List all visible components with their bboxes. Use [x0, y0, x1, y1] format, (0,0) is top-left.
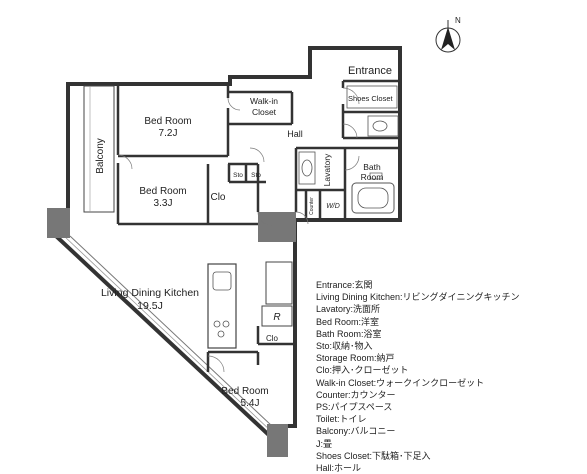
lavatory-label: Lavatory	[322, 153, 332, 186]
outer-walls	[66, 46, 402, 428]
column-west	[47, 208, 70, 238]
entrance-label: Entrance	[348, 65, 392, 77]
legend-item: Balcony:バルコニー	[316, 426, 396, 437]
column-center	[258, 212, 296, 242]
balcony-label: Balcony	[95, 138, 106, 174]
walk-in-closet-label-1: Walk-in	[250, 96, 278, 106]
bath-control	[369, 172, 383, 180]
bed-room-3-size: 5.4J	[241, 398, 260, 409]
ldk-label: Living Dining Kitchen	[101, 287, 199, 299]
legend-item: Entrance:玄関	[316, 280, 373, 290]
legend-item: Clo:押入･クローゼット	[316, 365, 409, 376]
toilet-fixtures	[367, 115, 399, 137]
legend-item: PS:パイプスペース	[316, 402, 393, 413]
legend-item: Toilet:トイレ	[316, 414, 367, 425]
wd-label: W/D	[326, 203, 340, 210]
balcony-area	[83, 85, 115, 213]
refrigerator	[261, 305, 293, 327]
bed-room-2-size: 3.3J	[154, 198, 173, 209]
bath-room-label-1: Bath	[363, 162, 381, 172]
legend-item: J:畳	[316, 438, 333, 449]
door-swing-toilet	[342, 123, 358, 139]
shoes-closet-shelf	[346, 85, 398, 109]
clo-1-label: Clo	[210, 192, 225, 203]
interior-walls	[116, 79, 400, 372]
legend: Entrance:玄関 Living Dining Kitchen:リビングダイ…	[316, 279, 584, 474]
diagonal-facade	[54, 234, 274, 440]
refrigerator-label: R	[273, 312, 280, 323]
bathtub	[351, 182, 395, 214]
north-label: N	[455, 16, 461, 25]
legend-item: Hall:ホール	[316, 463, 362, 474]
hall-label: Hall	[287, 129, 303, 139]
legend-item: Shoes Closet:下駄箱･下足入	[316, 450, 431, 461]
legend-item: Counter:カウンター	[316, 389, 396, 400]
column-south	[267, 424, 288, 457]
lavatory-sink	[298, 151, 316, 185]
north-arrow-icon	[435, 20, 461, 53]
legend-item: Sto:収納･物入	[316, 341, 373, 352]
kitchen-back-counter	[265, 261, 293, 305]
legend-item: Walk-in Closet:ウォークインクローゼット	[316, 377, 485, 388]
sto-2-label: Sto	[251, 172, 261, 179]
door-swings	[117, 87, 360, 373]
ldk-size: 19.5J	[137, 300, 163, 312]
bed-room-3-label: Bed Room	[221, 386, 268, 397]
floor-plan: N	[47, 16, 461, 457]
walk-in-closet-label-2: Closet	[252, 107, 277, 117]
legend-item: Bed Room:洋室	[316, 316, 380, 327]
bed-room-2-label: Bed Room	[139, 186, 186, 197]
counter-label: Counter	[309, 197, 315, 215]
bed-room-1-size: 7.2J	[159, 128, 178, 139]
legend-item: Bath Room:浴室	[316, 328, 382, 339]
legend-item: Living Dining Kitchen:リビングダイニングキッチン	[316, 292, 520, 303]
kitchen-counter	[207, 263, 237, 349]
shoes-closet-label: Shoes Closet	[348, 94, 394, 103]
legend-item: Lavatory:洗面所	[316, 304, 381, 315]
clo-2-label: Clo	[266, 334, 279, 343]
legend-item: Storage Room:納戸	[316, 353, 395, 364]
sto-1-label: Sto	[233, 172, 243, 179]
bath-room-label-2: Room	[361, 172, 384, 182]
bed-room-1-label: Bed Room	[144, 116, 191, 127]
